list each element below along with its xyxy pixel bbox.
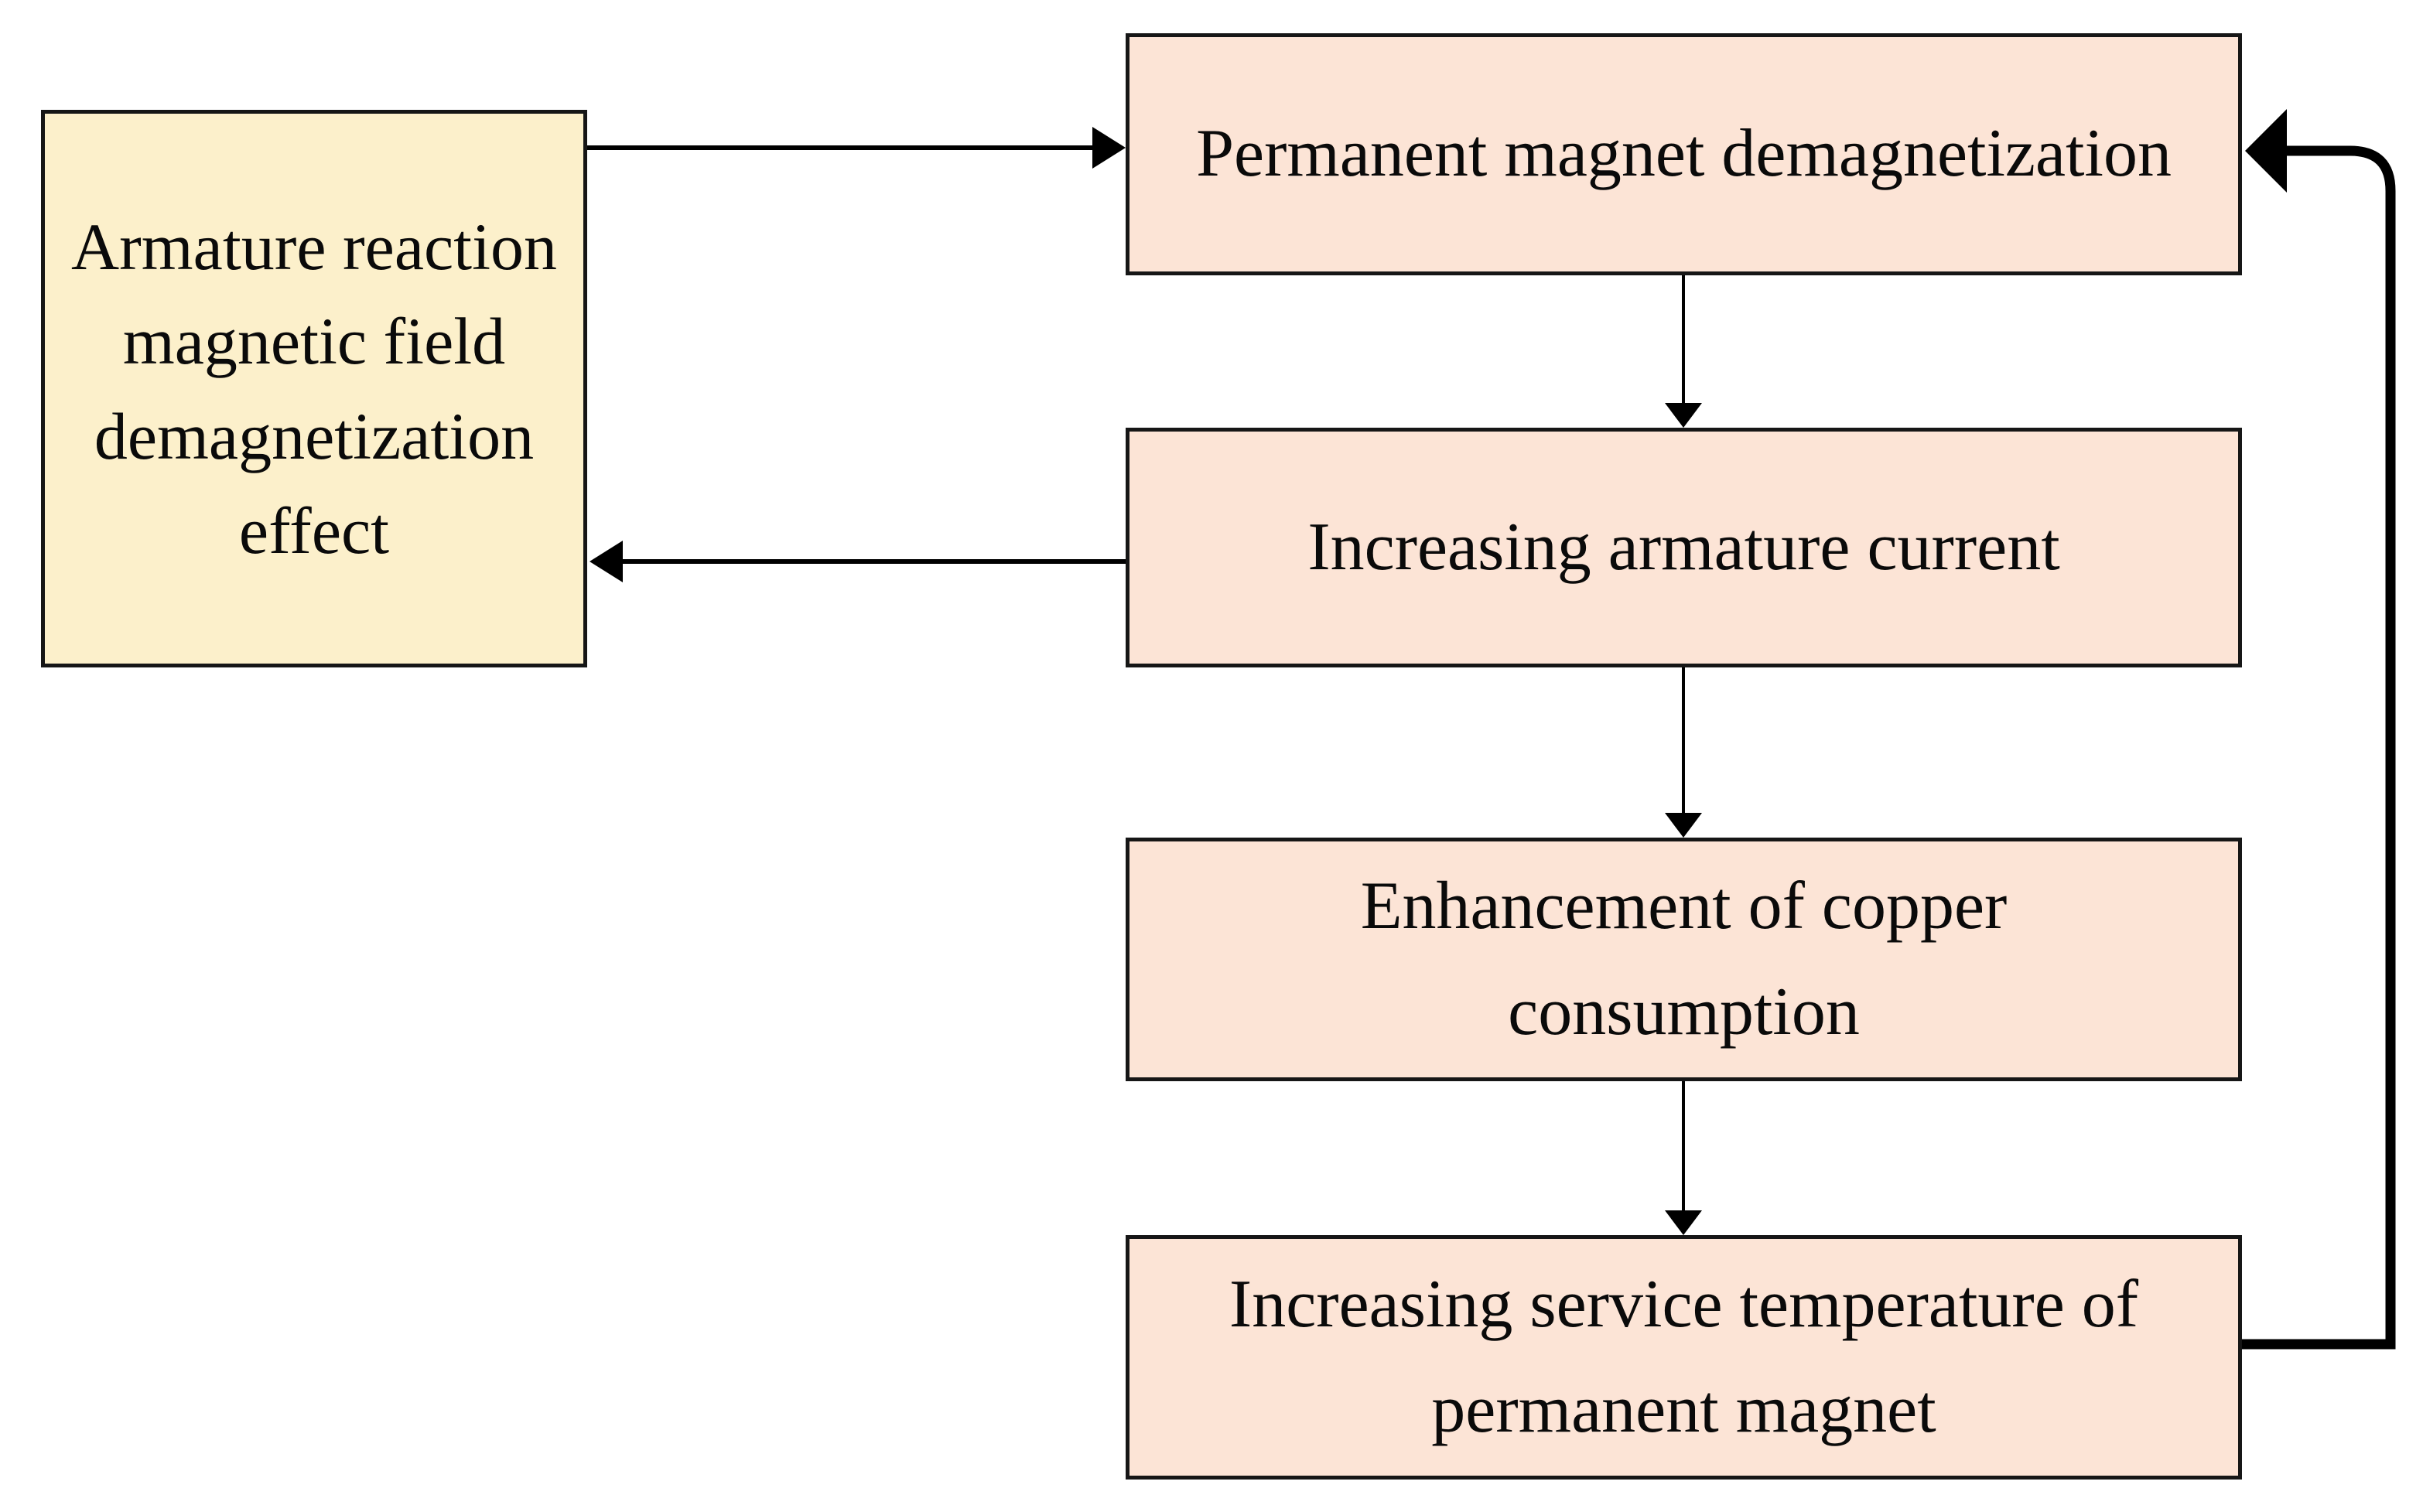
arrow-armature-current-to-copper: [1665, 667, 1702, 838]
node-enhancement-of-copper-consumption: Enhancement of copper consumption: [1126, 838, 2242, 1081]
node-increasing-service-temperature: Increasing service temperature of perman…: [1126, 1235, 2242, 1480]
node-armature-reaction-effect-label: Armature reaction magnetic field demagne…: [71, 210, 557, 568]
arrow-armature-effect-to-pm-demag: [586, 127, 1126, 169]
node-increasing-armature-current: Increasing armature current: [1126, 428, 2242, 667]
node-armature-reaction-effect: Armature reaction magnetic field demagne…: [41, 110, 587, 667]
arrow-temperature-feedback-to-pm-demag: [2240, 109, 2396, 1350]
node-enhancement-of-copper-consumption-label: Enhancement of copper consumption: [1360, 869, 2008, 1050]
arrow-copper-to-temperature: [1665, 1080, 1702, 1235]
arrow-pm-demag-to-armature-current: [1665, 275, 1702, 428]
node-permanent-magnet-demagnetization: Permanent magnet demagnetization: [1126, 33, 2242, 275]
arrow-armature-current-to-armature-effect: [590, 541, 1126, 582]
node-increasing-armature-current-label: Increasing armature current: [1307, 509, 2060, 585]
node-increasing-service-temperature-label: Increasing service temperature of perman…: [1229, 1266, 2139, 1447]
node-permanent-magnet-demagnetization-label: Permanent magnet demagnetization: [1196, 116, 2172, 192]
